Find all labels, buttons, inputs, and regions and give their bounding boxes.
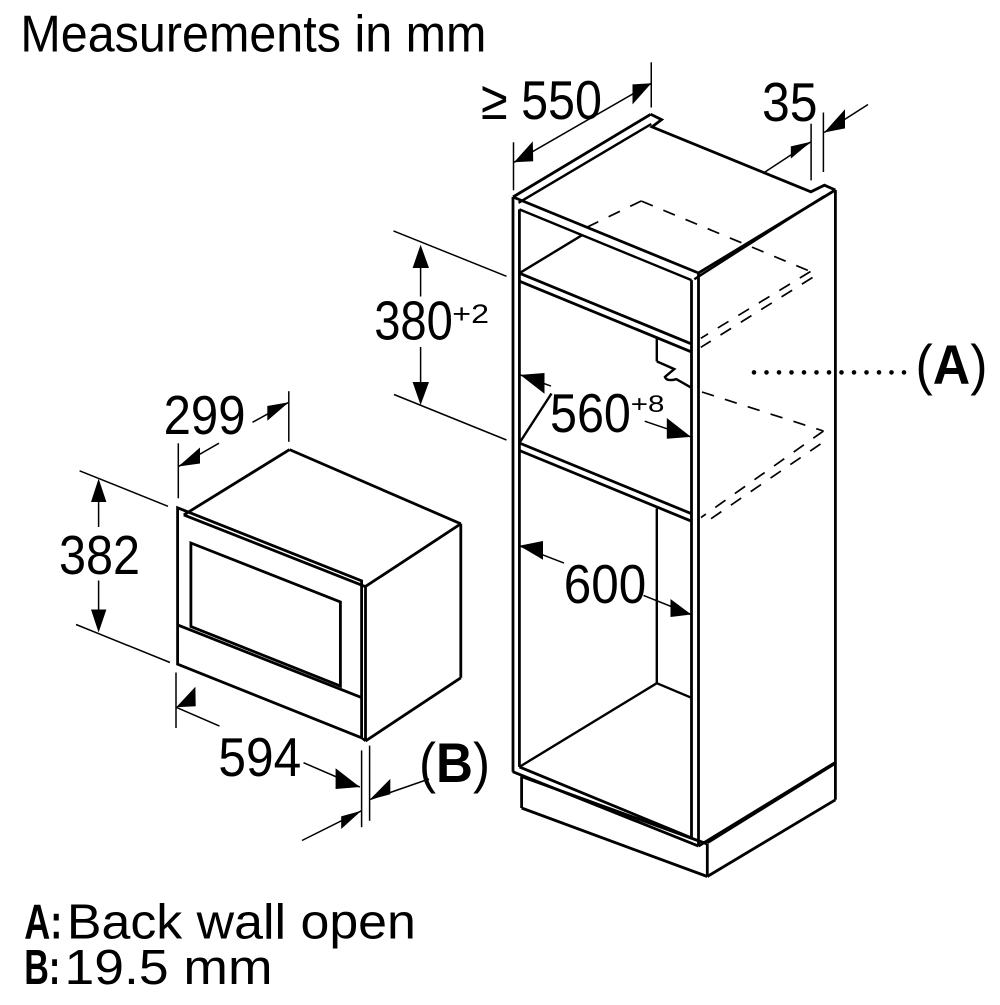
svg-text:380: 380 xyxy=(374,290,453,352)
svg-text:+2: +2 xyxy=(452,299,489,329)
svg-text:600: 600 xyxy=(564,553,647,615)
svg-text:+8: +8 xyxy=(631,391,665,418)
svg-text:Back wall open: Back wall open xyxy=(67,896,416,950)
svg-text:A:: A: xyxy=(24,896,62,950)
svg-text:B:: B: xyxy=(24,941,60,995)
svg-text:≥ 550: ≥ 550 xyxy=(481,69,602,131)
svg-text:35: 35 xyxy=(762,71,818,133)
svg-text:382: 382 xyxy=(59,524,140,586)
svg-text:(A): (A) xyxy=(916,334,988,396)
svg-text:(B): (B) xyxy=(419,732,490,794)
svg-text:Measurements in mm: Measurements in mm xyxy=(20,6,486,64)
svg-text:299: 299 xyxy=(164,384,246,446)
svg-text:19.5 mm: 19.5 mm xyxy=(65,941,273,995)
svg-text:560: 560 xyxy=(550,382,631,444)
svg-text:594: 594 xyxy=(218,726,301,788)
